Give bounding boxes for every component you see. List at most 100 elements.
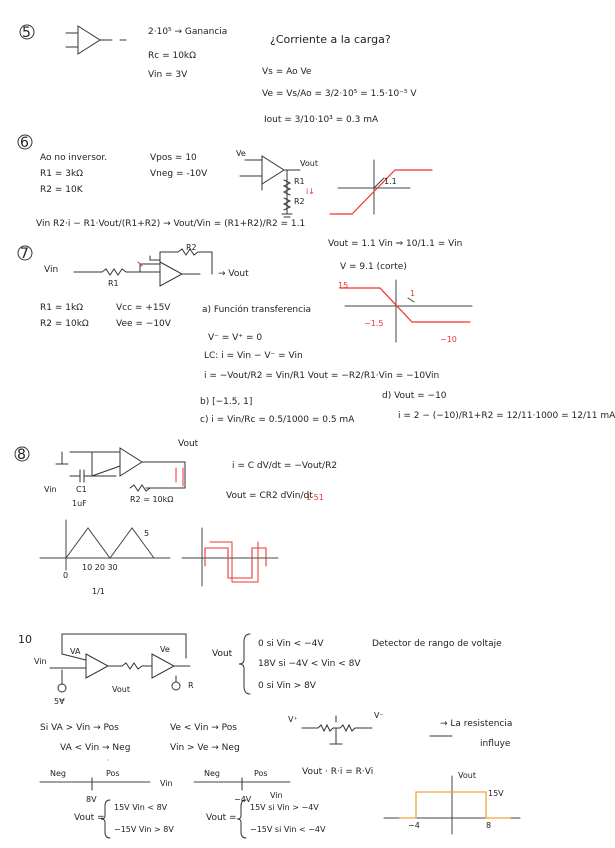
- p7-r1-label: R1: [108, 279, 119, 288]
- p7-d2: i = 2 − (−10)/R1+R2 = 12/11·1000 = 12/11…: [398, 411, 615, 421]
- p6-vpos: Vpos = 10: [150, 153, 197, 163]
- p7-b: b) [−1.5, 1]: [200, 397, 253, 407]
- p8-graph-x: 10 20 30: [82, 563, 118, 572]
- opamp-6: [239, 155, 301, 218]
- braces-10b: [100, 799, 247, 839]
- p10-line4: Vin > Ve → Neg: [170, 743, 240, 753]
- p6-r1: R1 = 3kΩ: [40, 169, 84, 179]
- circle-6: [17, 134, 33, 150]
- p10-vin: Vin: [34, 657, 47, 666]
- p7-graph-15: 15: [338, 281, 349, 290]
- p6-r2: R2 = 10K: [40, 185, 83, 195]
- p6-r1-label: R1: [294, 177, 305, 186]
- p10-vout-b: Vout =: [206, 813, 237, 823]
- p10-pos1: Pos: [106, 769, 120, 778]
- p10-case1: 0 si Vin < −4V: [258, 639, 324, 649]
- p10-vout-label: Vout: [212, 649, 233, 659]
- p5-ve-eq: Ve = Vs/Ao = 3/2·10⁵ = 1.5·10⁻⁵ V: [262, 89, 417, 99]
- p5-rc: Rc = 10kΩ: [148, 51, 197, 61]
- p10-ve: Ve: [160, 645, 170, 654]
- problem-number-10: 10: [18, 633, 32, 646]
- p10-m4v: −4V: [234, 795, 252, 804]
- p10-vin3: Vin: [270, 791, 283, 800]
- p10-vplus: V⁺: [288, 715, 298, 724]
- p10-v1a: 15V Vin < 8V: [114, 803, 168, 812]
- brace-10: [238, 633, 251, 695]
- p6-graph-slope: 1.1: [384, 177, 397, 186]
- p8-note: 1/1: [92, 587, 105, 596]
- graph-6: [329, 159, 433, 215]
- p10-vout-a: Vout =: [74, 813, 105, 823]
- p10-v2a: 15V si Vin > −4V: [250, 803, 319, 812]
- p7-vin: Vin: [44, 265, 59, 275]
- problem-number-8: 8: [17, 447, 26, 463]
- p10-vin2: Vin: [160, 779, 173, 788]
- circle-5: [19, 24, 35, 40]
- p5-iout-eq: Iout = 3/10·10³ = 0.3 mA: [264, 115, 379, 125]
- problem-number-7: 7: [20, 246, 29, 262]
- resistor-divider-10: [301, 715, 373, 745]
- p6-vout: Vout: [300, 159, 318, 168]
- p10-v2b: −15V si Vin < −4V: [250, 825, 326, 834]
- graph-7: [339, 279, 473, 343]
- p7-a: a) Función transferencia: [202, 305, 312, 315]
- opamp-7: [73, 248, 213, 287]
- p8-graph-5: 5: [144, 529, 150, 538]
- handwritten-notes-page: 5 6 7 8 10 2·10⁵ → Ganancia ¿Corriente a…: [14, 24, 615, 839]
- p10-lb: influye: [480, 739, 511, 749]
- p10-case2: 18V si −4V < Vin < 8V: [258, 659, 361, 669]
- p10-line2: VA < Vin → Neg: [60, 743, 131, 753]
- p10-v1b: −15V Vin > 8V: [114, 825, 174, 834]
- p7-a1: V⁻ = V⁺ = 0: [208, 333, 263, 343]
- p5-gain: 2·10⁵ → Ganancia: [148, 27, 228, 37]
- p7-graph-m15: −1.5: [364, 319, 384, 328]
- p7-vcc: Vcc = +15V: [116, 303, 171, 313]
- p10-neg1: Neg: [50, 769, 66, 778]
- p7-graph-m10: −10: [440, 335, 457, 344]
- p8-c1: C1: [76, 485, 87, 494]
- p10-la: → La resistencia: [440, 719, 513, 729]
- p7-graph-1: 1: [410, 289, 416, 298]
- p7-a2: LC: i = Vin − V⁻ = Vin: [204, 351, 303, 361]
- p10-voutr: Vout · R·i = R·Vi: [302, 767, 374, 777]
- p8-graph-0: 0: [63, 571, 69, 580]
- p10-va: VA: [70, 647, 81, 656]
- p10-graph-vout: Vout: [458, 771, 476, 780]
- p5-vin: Vin = 3V: [148, 70, 188, 80]
- p8-c1-value: 1uF: [72, 499, 87, 508]
- opamp-8: [55, 447, 186, 492]
- p10-case3: 0 si Vin > 8V: [258, 681, 316, 691]
- opamp-5: [65, 25, 127, 55]
- p10-graph-8: 8: [486, 821, 492, 830]
- p7-vcorte: V = 9.1 (corte): [340, 262, 407, 272]
- p10-8v: 8V: [86, 795, 97, 804]
- p7-a3: i = −Vout/R2 = Vin/R1 Vout = −R2/R1·Vin …: [204, 371, 440, 381]
- circle-7: [17, 245, 33, 261]
- p6-transfer-eq: Vin R2·i − R1·Vout/(R1+R2) → Vout/Vin = …: [36, 219, 306, 229]
- graph-8-output: [181, 527, 279, 587]
- p8-vin: Vin: [44, 485, 57, 494]
- p8-eq2: Vout = CR2 dVin/dt: [226, 491, 313, 501]
- p5-vs-eq: Vs = Ao Ve: [262, 67, 312, 77]
- p8-vout: Vout: [178, 439, 199, 449]
- p7-vout: → Vout: [218, 269, 249, 279]
- p7-r1: R1 = 1kΩ: [40, 303, 84, 313]
- graph-8-input: [39, 519, 171, 571]
- p10-vminus: V⁻: [374, 711, 384, 720]
- comparator-circuit-10: [49, 633, 191, 701]
- p7-r2-label: R2: [186, 243, 197, 252]
- p7-vee: Vee = −10V: [116, 319, 171, 329]
- problem-number-5: 5: [22, 25, 31, 41]
- p6-r2-label: R2: [294, 197, 305, 206]
- p10-line3: Ve < Vin → Pos: [170, 723, 237, 733]
- p6-vneg: Vneg = -10V: [150, 169, 208, 179]
- p8-r2: R2 = 10kΩ: [130, 495, 174, 504]
- p5-question: ¿Corriente a la carga?: [270, 33, 391, 46]
- p10-graph-m4: −4: [408, 821, 420, 830]
- circle-8: [14, 446, 30, 462]
- p7-r2: R2 = 10kΩ: [40, 319, 89, 329]
- number-lines-10: [39, 759, 291, 791]
- p7-c: c) i = Vin/Rc = 0.5/1000 = 0.5 mA: [200, 415, 355, 425]
- p6-current-label: i↓: [306, 187, 315, 196]
- p10-pos2: Pos: [254, 769, 268, 778]
